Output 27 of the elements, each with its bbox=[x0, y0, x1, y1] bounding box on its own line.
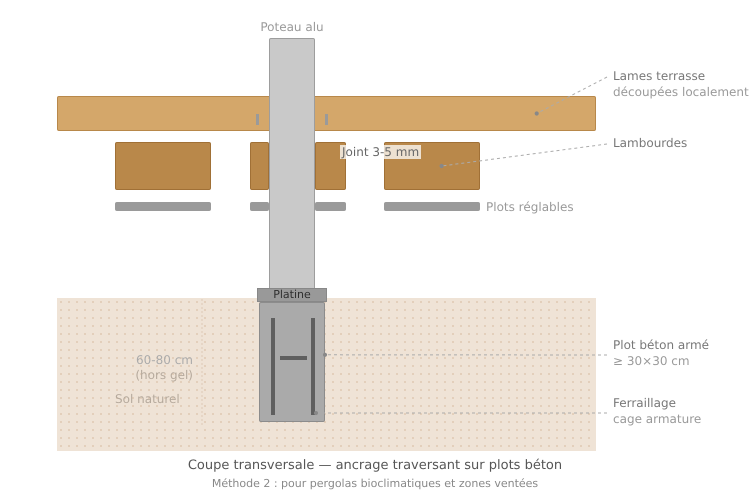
callout-note: cage armature bbox=[613, 412, 702, 426]
leader-line bbox=[322, 352, 608, 357]
pad-label: Plots réglables bbox=[486, 200, 574, 214]
post-label: Poteau alu bbox=[260, 20, 324, 34]
adjustable-pad bbox=[115, 202, 211, 211]
rebar-cage-drawing bbox=[271, 318, 316, 415]
diagram-caption: Méthode 2 : pour pergolas bioclimatiques et zones ventées bbox=[212, 477, 538, 490]
concrete-footing bbox=[259, 302, 325, 422]
deck-board bbox=[57, 96, 596, 131]
joist bbox=[115, 142, 211, 190]
callout-title: Plot béton armé bbox=[613, 338, 710, 352]
frost-note: (hors gel) bbox=[135, 368, 193, 382]
callout-title: Ferraillage bbox=[613, 396, 676, 410]
diagram-title: Coupe transversale — ancrage traversant sur plots béton bbox=[188, 458, 562, 473]
callout-note: découpées localement bbox=[613, 85, 749, 99]
leader-line bbox=[440, 144, 608, 168]
ground-label: Sol naturel bbox=[115, 392, 180, 406]
leader-line bbox=[534, 76, 608, 116]
ground-section bbox=[57, 298, 596, 451]
joint-label: Joint 3-5 mm bbox=[340, 145, 422, 159]
callout-title: Lambourdes bbox=[613, 136, 688, 150]
depth-dimension: 60-80 cm bbox=[136, 353, 193, 367]
adjustable-pad bbox=[384, 202, 480, 211]
base-plate: Platine bbox=[257, 288, 327, 302]
callout-title: Lames terrasse bbox=[613, 69, 706, 83]
callout-note: ≥ 30×30 cm bbox=[613, 354, 690, 368]
leader-line bbox=[314, 410, 608, 416]
